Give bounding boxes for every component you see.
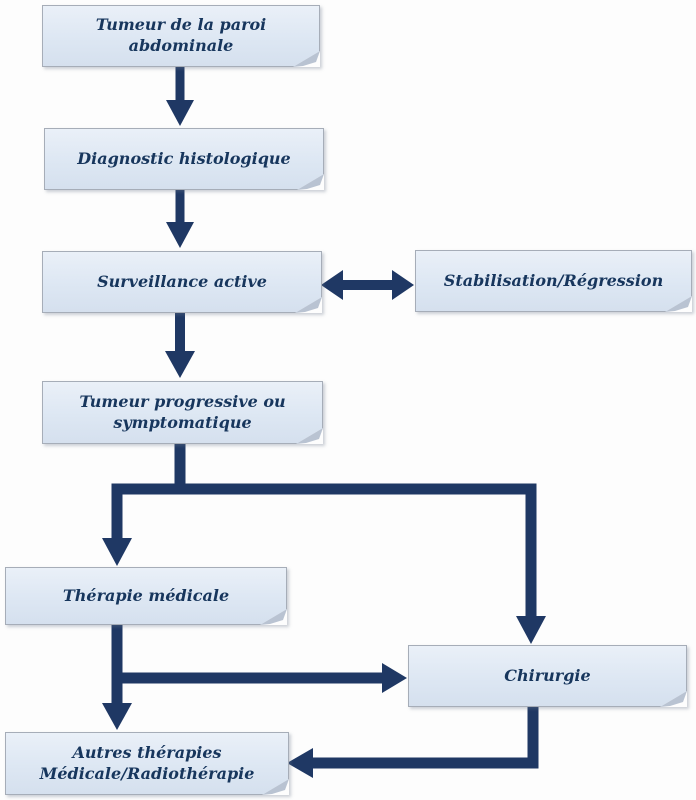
folded-corner-icon: [660, 691, 687, 707]
node-chirurgie: Chirurgie: [408, 645, 687, 707]
folded-corner-icon: [295, 297, 322, 313]
arrow-diagnostic-to-surveillance: [166, 188, 194, 248]
node-tumeur-paroi-abdominale: Tumeur de la paroi abdominale: [42, 5, 320, 67]
arrow-tumeur-to-diagnostic: [166, 64, 194, 126]
arrow-surveillance-to-progressive: [165, 311, 195, 378]
node-label-autres-therapies: Autres thérapies Médicale/Radiothérapie: [39, 742, 255, 783]
node-label-tumeur-progressive-symptomatique: Tumeur progressive ou symptomatique: [79, 391, 286, 432]
folded-corner-icon: [293, 51, 320, 67]
folded-corner-icon: [297, 174, 324, 190]
node-label-chirurgie: Chirurgie: [504, 665, 591, 685]
node-tumeur-progressive-symptomatique: Tumeur progressive ou symptomatique: [42, 381, 323, 444]
double-arrow-surveillance-stabilisation: [321, 270, 414, 300]
folded-corner-icon: [260, 609, 287, 625]
arrow-therapie-to-autres: [102, 623, 132, 730]
node-surveillance-active: Surveillance active: [42, 251, 322, 313]
node-label-tumeur-paroi-abdominale: Tumeur de la paroi abdominale: [95, 15, 267, 55]
node-label-therapie-medicale: Thérapie médicale: [62, 585, 230, 605]
node-autres-therapies: Autres thérapies Médicale/Radiothérapie: [5, 732, 289, 795]
node-therapie-medicale: Thérapie médicale: [5, 567, 287, 625]
folded-corner-icon: [262, 779, 289, 795]
elbow-progressive-split: [102, 442, 546, 644]
elbow-chirurgie-to-autres: [287, 705, 539, 778]
folded-corner-icon: [296, 428, 323, 444]
node-label-stabilisation-regression: Stabilisation/Régression: [443, 270, 664, 290]
folded-corner-icon: [665, 296, 692, 312]
arrow-therapie-to-chirurgie: [117, 663, 407, 693]
node-stabilisation-regression: Stabilisation/Régression: [415, 250, 692, 312]
node-label-diagnostic-histologique: Diagnostic histologique: [77, 148, 291, 168]
node-diagnostic-histologique: Diagnostic histologique: [44, 128, 324, 190]
node-label-surveillance-active: Surveillance active: [97, 271, 267, 291]
